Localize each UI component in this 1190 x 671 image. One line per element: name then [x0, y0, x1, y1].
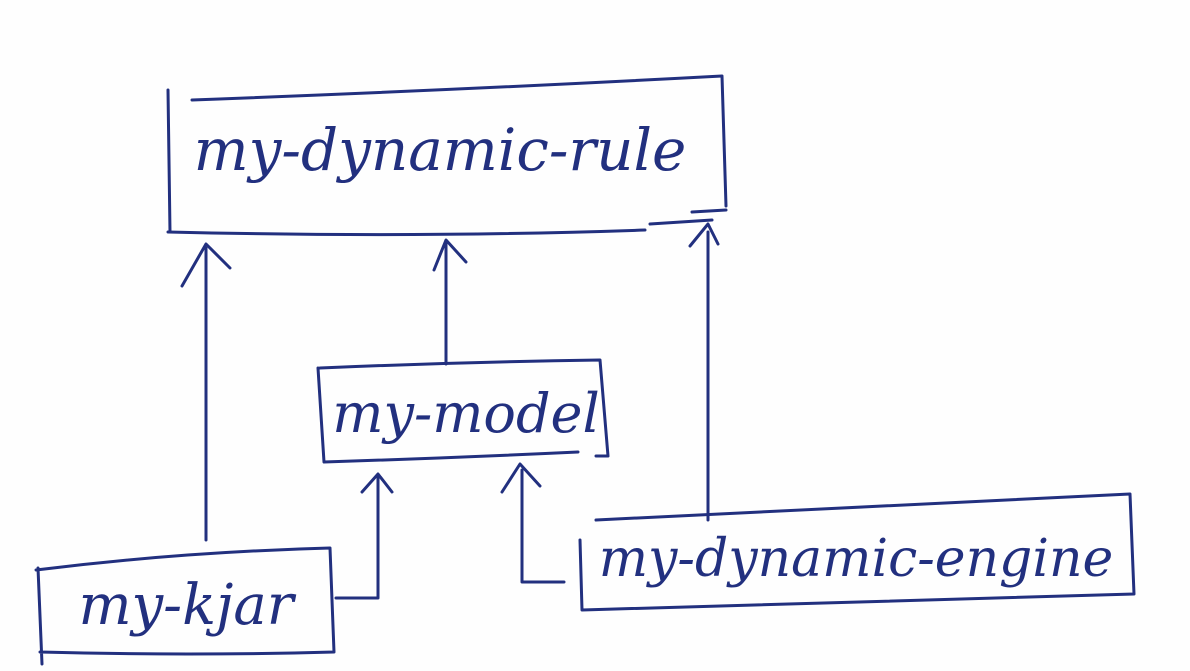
node-my-dynamic-rule: my-dynamic-rule: [166, 74, 728, 237]
node-label-my-dynamic-rule: my-dynamic-rule: [194, 116, 687, 184]
node-box-my-dynamic-rule: [166, 74, 728, 237]
node-label-my-model: my-model: [332, 382, 599, 445]
edge-kjar-to-model: [334, 472, 394, 600]
edge-arrowhead-kjar-to-model: [360, 472, 394, 494]
node-my-model: my-model: [316, 358, 610, 464]
edge-kjar-to-rule: [180, 242, 232, 542]
edge-model-to-rule: [432, 238, 468, 366]
edge-line-kjar-to-model: [334, 474, 380, 600]
edge-arrowhead-kjar-to-rule: [180, 242, 232, 288]
edge-arrowhead-engine-to-rule: [688, 222, 720, 248]
node-my-dynamic-engine: my-dynamic-engine: [578, 492, 1136, 612]
node-box-my-dynamic-engine: [578, 492, 1136, 612]
node-box-my-model: [316, 358, 610, 464]
edge-engine-to-model: [500, 462, 566, 584]
edge-arrowhead-engine-to-model: [500, 462, 542, 494]
node-label-my-kjar: my-kjar: [78, 573, 296, 638]
node-label-my-dynamic-engine: my-dynamic-engine: [599, 529, 1114, 589]
edge-line-engine-to-model: [520, 468, 566, 584]
node-box-my-kjar: [34, 546, 336, 666]
node-my-kjar: my-kjar: [34, 546, 336, 666]
edge-arrowhead-model-to-rule: [432, 238, 468, 272]
edge-engine-to-rule: [688, 222, 720, 522]
